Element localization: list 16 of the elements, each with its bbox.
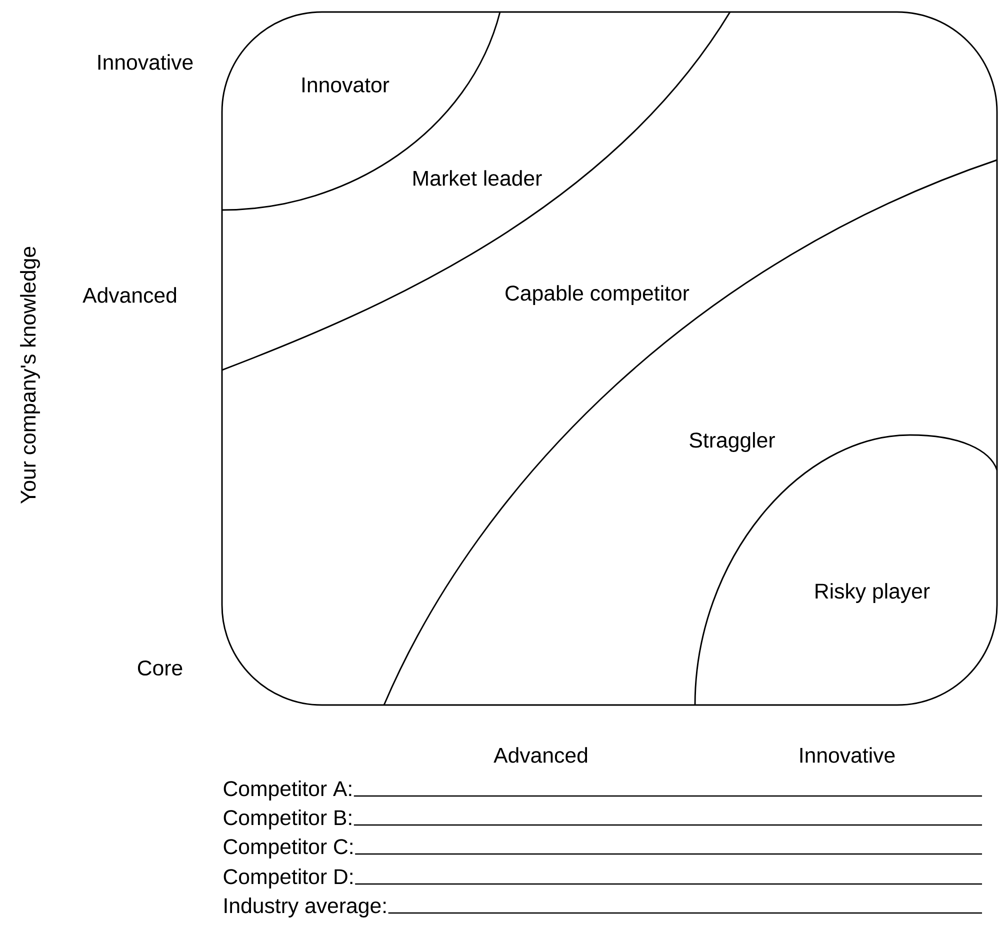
field-label: Competitor B:: [224, 810, 352, 830]
axis-label: Core: [138, 660, 182, 676]
region-label: Straggler: [690, 432, 775, 452]
field-label: Competitor C:: [224, 838, 352, 858]
region-label: Innovator: [302, 78, 390, 92]
region-label: Risky player: [816, 583, 930, 603]
axis-label: Advanced: [494, 747, 588, 763]
axis-title: Your company's knowledge: [20, 246, 40, 504]
field-label: Competitor D:: [224, 868, 352, 888]
axis-label: Innovative: [98, 54, 193, 70]
field-label: Competitor A:: [224, 780, 352, 800]
field-label: Industry average:: [224, 898, 386, 918]
region-label: Capable competitor: [506, 285, 690, 305]
axis-label: Innovative: [800, 747, 895, 763]
axis-label: Advanced: [82, 287, 176, 303]
region-label: Market leader: [414, 170, 542, 186]
